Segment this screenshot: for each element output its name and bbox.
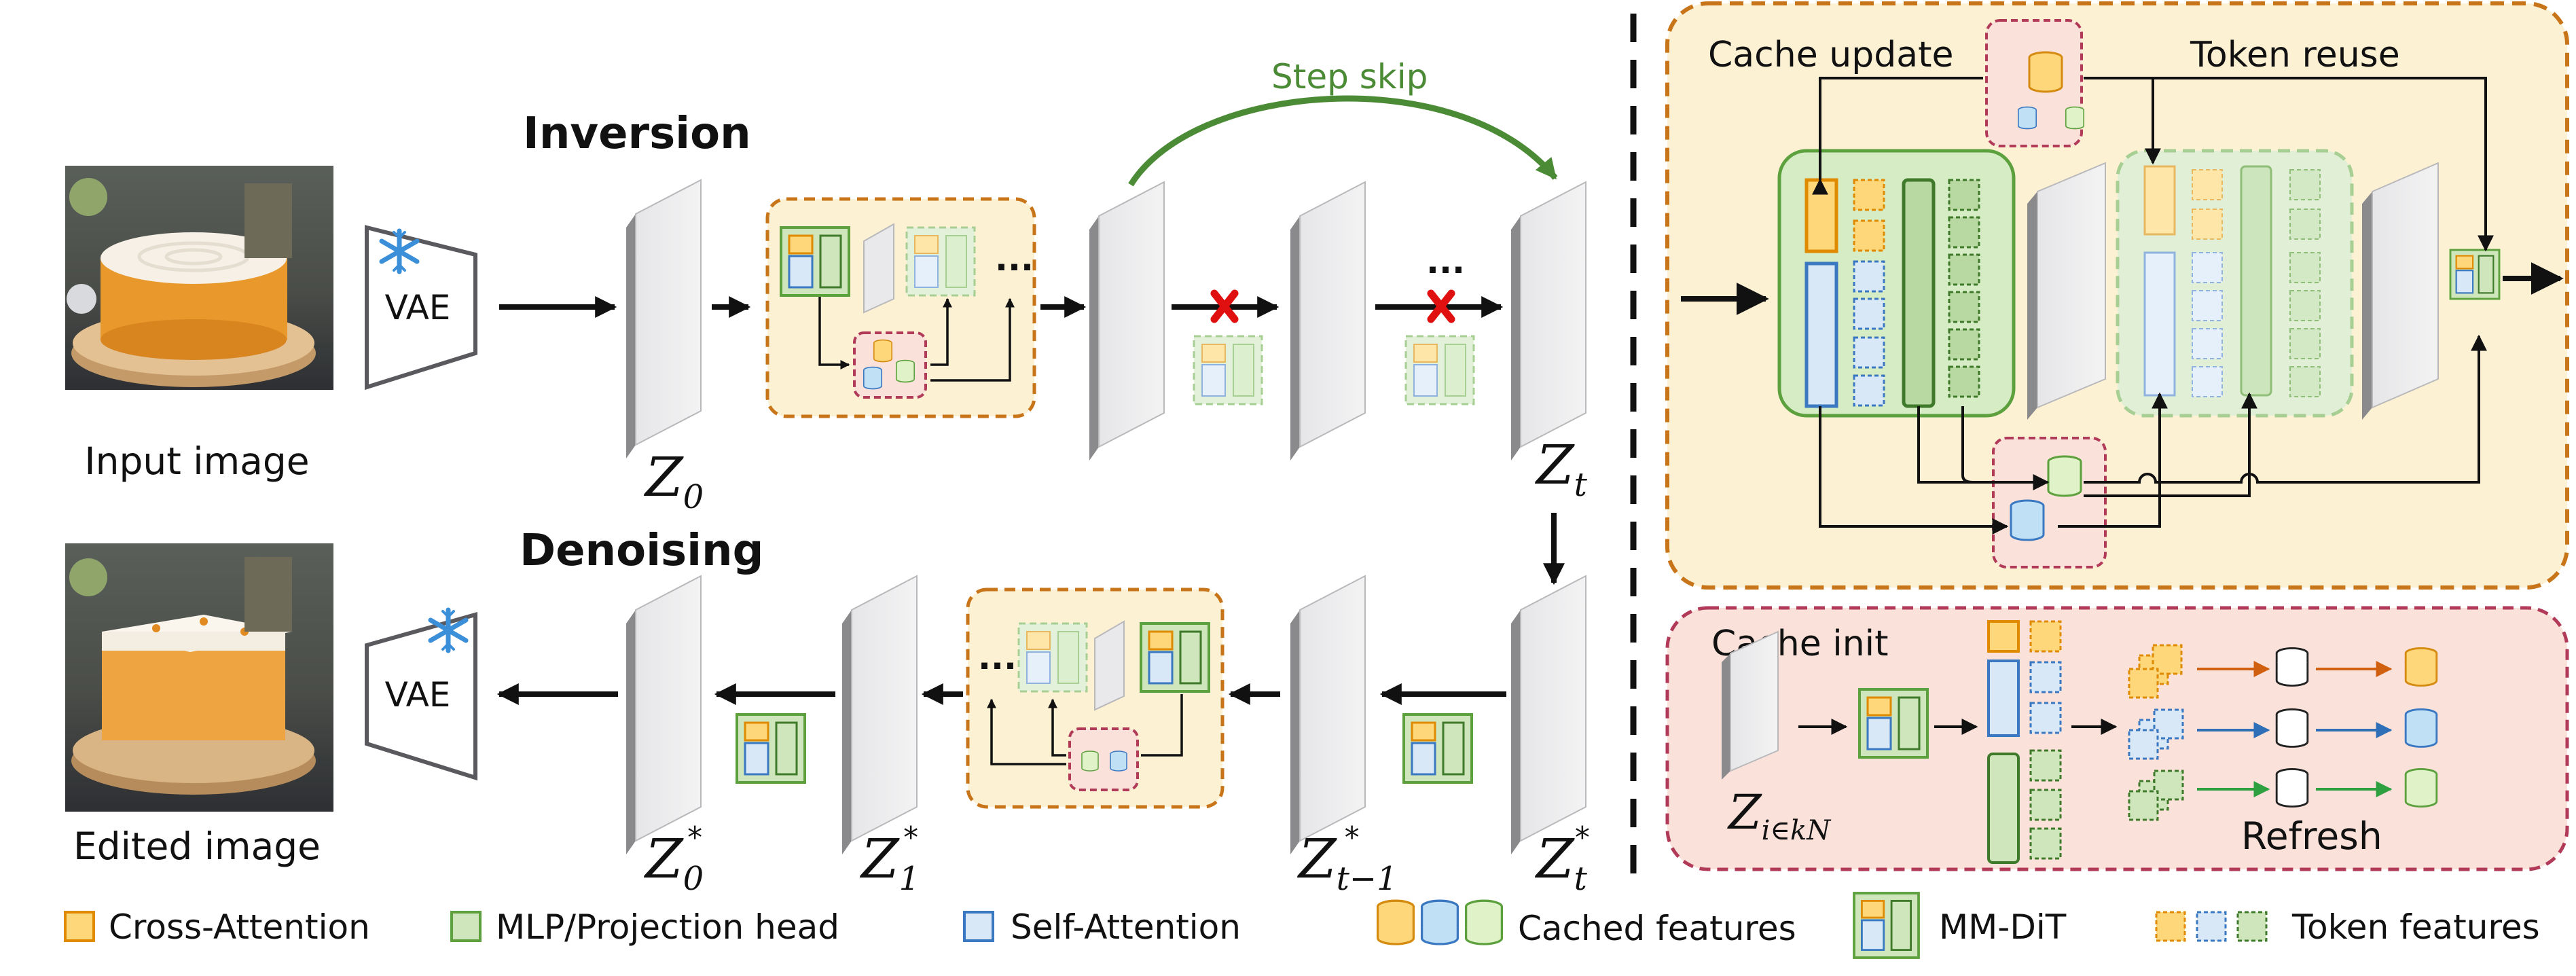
cross-mark-icon	[1427, 289, 1455, 323]
mmdit-block-faded	[1404, 335, 1475, 405]
inversion-title: Inversion	[523, 109, 751, 159]
denoising-title: Denoising	[520, 526, 763, 576]
token-reuse-label: Token reuse	[2190, 35, 2400, 75]
database-icon	[2404, 708, 2438, 748]
mmdit-block	[1402, 713, 1473, 784]
mmdit-icon	[1853, 892, 1920, 959]
denoising-block: ...	[966, 588, 1224, 809]
vae-encoder: VAE	[365, 225, 477, 391]
cache-panel: Cache update Token reuse	[1665, 1, 2569, 590]
database-icon	[2404, 767, 2438, 808]
latent-slab	[1290, 181, 1366, 461]
legend-mmdit: MM-DiT	[1939, 907, 2067, 947]
cache-init-panel: Cache init Zi∈kN	[1665, 606, 2569, 871]
database-icon	[1464, 899, 1504, 945]
edited-image-caption: Edited image	[73, 825, 321, 868]
latent-z0	[625, 179, 702, 459]
dots: ...	[978, 638, 1017, 677]
legend-cross-attention: Cross-Attention	[109, 907, 370, 947]
mmdit-block	[1858, 688, 1929, 759]
legend-cached-features: Cached features	[1518, 909, 1796, 948]
database-icon	[2017, 106, 2037, 130]
database-icon	[1420, 899, 1459, 945]
vae-encoder-label: VAE	[385, 288, 451, 327]
mmdit-block-faded	[905, 226, 976, 297]
vae-decoder: VAE	[365, 612, 477, 781]
mmdit-block	[780, 226, 850, 297]
database-icon	[2275, 708, 2309, 748]
zt-label: Zt	[1534, 433, 1588, 504]
database-icon	[2275, 767, 2309, 808]
database-icon	[1110, 751, 1127, 772]
legend-token-features: Token features	[2291, 907, 2540, 947]
z-init-label: Zi∈kN	[1727, 784, 1832, 846]
edited-image	[65, 543, 333, 812]
database-icon	[2010, 499, 2045, 541]
database-icon	[2275, 647, 2309, 687]
cache-update-label: Cache update	[1708, 35, 1953, 75]
refresh-label: Refresh	[2241, 814, 2382, 858]
mmdit-block	[736, 713, 806, 784]
legend: Cross-Attention MLP/Projection head Self…	[64, 892, 2540, 959]
cross-mark-icon	[1210, 289, 1239, 323]
input-image-caption: Input image	[84, 439, 309, 483]
database-icon	[1081, 751, 1099, 772]
z0-star-label: Z0*	[643, 820, 704, 898]
dots: ...	[1426, 242, 1465, 281]
database-icon	[1376, 899, 1415, 945]
dots: ...	[995, 239, 1034, 278]
latent-z0-star	[625, 575, 702, 855]
step-skip-arrow	[1128, 95, 1558, 187]
zt-star-label: Zt*	[1534, 820, 1590, 898]
inversion-block: ...	[765, 197, 1036, 418]
latent-zt	[1510, 181, 1586, 461]
mmdit-block-faded	[1017, 622, 1088, 693]
input-image	[65, 166, 333, 390]
vae-decoder-label: VAE	[385, 675, 451, 715]
zt1-star-label: Zt−1*	[1296, 820, 1398, 898]
step-skip-label: Step skip	[1271, 57, 1428, 96]
z1-star-label: Z1*	[859, 820, 920, 898]
database-icon	[863, 366, 883, 390]
database-icon	[2065, 106, 2085, 130]
legend-self-attention: Self-Attention	[1011, 907, 1241, 947]
mmdit-block	[2449, 249, 2501, 300]
database-icon	[895, 359, 915, 383]
database-icon	[2404, 647, 2438, 687]
database-icon	[2047, 455, 2082, 497]
z0-label: Z0	[643, 446, 704, 516]
latent-zt-star	[1510, 575, 1586, 855]
latent-zt1-star	[1290, 575, 1366, 855]
mmdit-block-faded	[1193, 335, 1263, 405]
database-icon	[2028, 51, 2063, 93]
database-icon	[873, 339, 893, 363]
mmdit-block	[1140, 622, 1210, 693]
legend-mlp: MLP/Projection head	[496, 907, 839, 947]
latent-slab	[1089, 181, 1165, 461]
latent-z1-star	[841, 575, 918, 855]
